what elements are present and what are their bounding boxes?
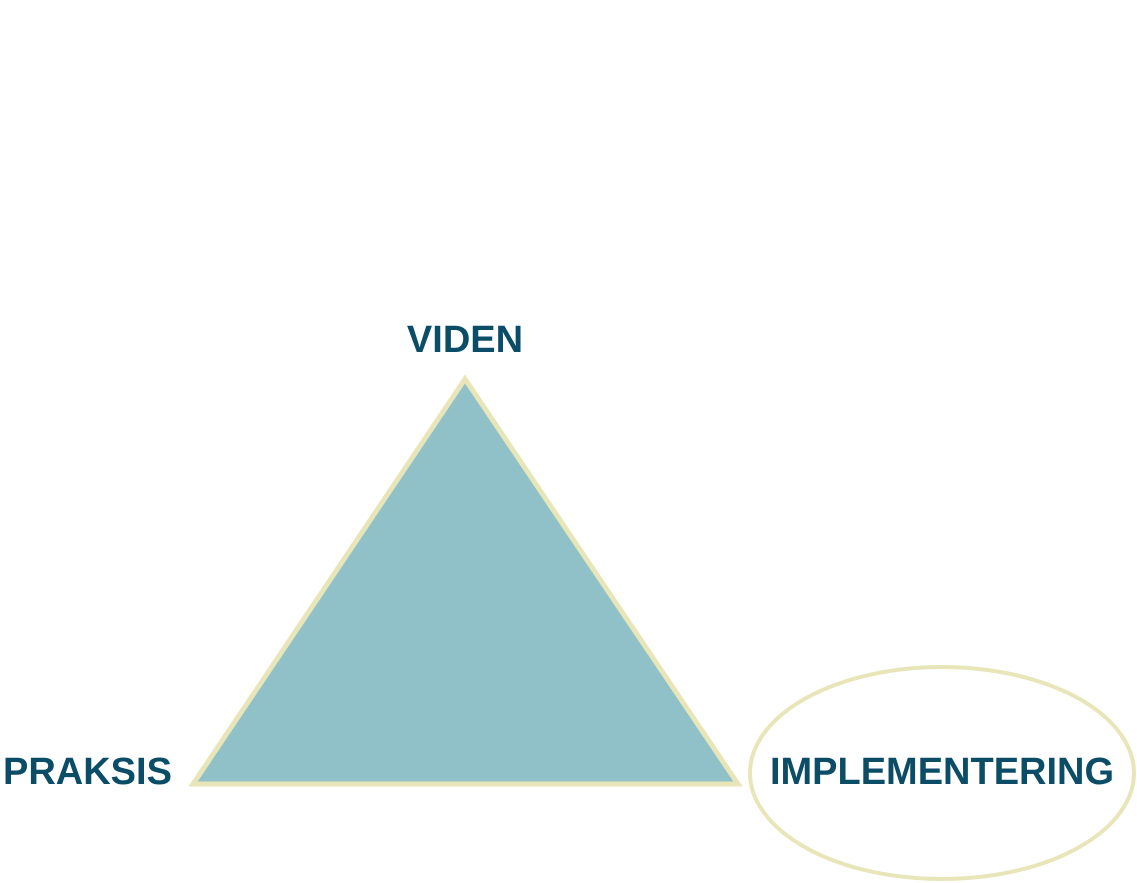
label-implementering: IMPLEMENTERING [770, 751, 1114, 793]
label-praksis: PRAKSIS [3, 751, 172, 793]
label-viden: VIDEN [407, 319, 523, 361]
implementation-ellipse [748, 665, 1136, 881]
triangle [188, 374, 743, 787]
